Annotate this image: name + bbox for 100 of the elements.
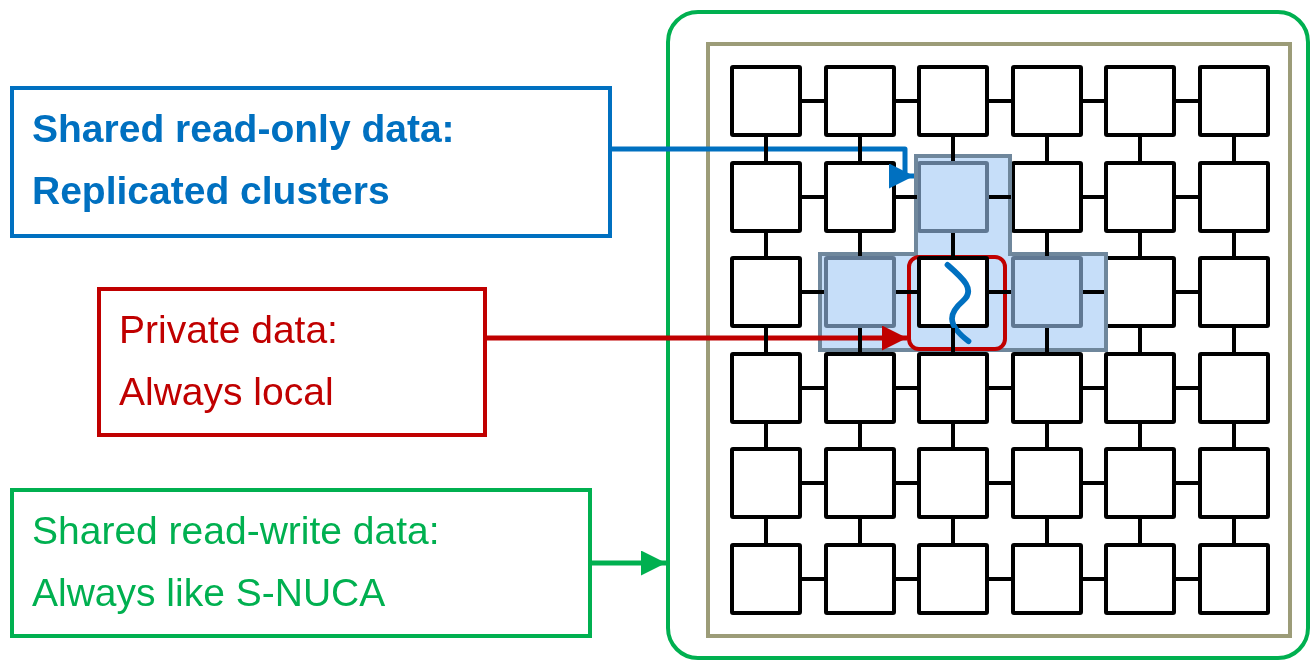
mesh-link	[764, 137, 768, 161]
mesh-link	[1083, 481, 1104, 485]
mesh-link	[1045, 424, 1049, 447]
mesh-link	[1232, 424, 1236, 447]
mesh-link	[1138, 233, 1142, 256]
tile	[730, 256, 802, 328]
tile	[917, 543, 989, 615]
mesh-link	[802, 386, 824, 390]
arrow	[612, 146, 914, 189]
tile	[730, 543, 802, 615]
mesh-link	[1138, 328, 1142, 352]
tile	[730, 65, 802, 137]
mesh-link	[1083, 290, 1104, 294]
mesh-link	[858, 137, 862, 161]
tile	[1104, 65, 1176, 137]
mesh-link	[764, 424, 768, 447]
mesh-link	[896, 195, 917, 199]
mesh-link	[989, 386, 1011, 390]
mesh-link	[1083, 195, 1104, 199]
mesh-link	[858, 519, 862, 543]
tile	[1011, 65, 1083, 137]
mesh-link	[1176, 481, 1198, 485]
tile	[1198, 65, 1270, 137]
mesh-link	[764, 519, 768, 543]
note-text: Private data: Always local	[119, 307, 339, 415]
tile	[1011, 352, 1083, 424]
tile	[1104, 352, 1176, 424]
mesh-link	[951, 137, 955, 161]
tile	[824, 447, 896, 519]
mesh-link	[802, 290, 824, 294]
mesh-link	[951, 328, 955, 352]
mesh-frame	[706, 42, 1292, 638]
mesh-link	[951, 519, 955, 543]
mesh-link	[1176, 577, 1198, 581]
tile	[917, 256, 989, 328]
arrow	[592, 550, 666, 576]
tile	[730, 161, 802, 233]
mesh-link	[896, 290, 917, 294]
mesh-link	[802, 481, 824, 485]
tile	[1198, 447, 1270, 519]
mesh-link	[1083, 99, 1104, 103]
tile	[1198, 256, 1270, 328]
tile	[1011, 256, 1083, 328]
mesh-link	[1045, 519, 1049, 543]
tile	[1198, 352, 1270, 424]
mesh-link	[1232, 233, 1236, 256]
mesh-link	[896, 386, 917, 390]
tile	[730, 447, 802, 519]
mesh-link	[858, 233, 862, 256]
mesh-link	[989, 99, 1011, 103]
mesh-link	[1176, 99, 1198, 103]
mesh-link	[764, 233, 768, 256]
mesh-link	[858, 328, 862, 352]
tile	[1198, 161, 1270, 233]
chip-outline	[666, 10, 1310, 660]
tile	[824, 256, 896, 328]
mesh-link	[989, 481, 1011, 485]
mesh-link	[989, 195, 1011, 199]
note-box	[10, 488, 592, 638]
local-tile-highlight	[907, 255, 1007, 351]
mesh-link	[1138, 137, 1142, 161]
mesh-link	[1176, 290, 1198, 294]
tile	[917, 447, 989, 519]
mesh-link	[951, 233, 955, 256]
mesh-link	[1045, 328, 1049, 352]
mesh-link	[1232, 137, 1236, 161]
mesh-link	[989, 290, 1011, 294]
mesh-link	[896, 481, 917, 485]
mesh-link	[1138, 519, 1142, 543]
mesh-link	[858, 424, 862, 447]
tile	[824, 65, 896, 137]
mesh-link	[951, 424, 955, 447]
mesh-link	[1232, 328, 1236, 352]
tile	[1011, 161, 1083, 233]
mesh-link	[1232, 519, 1236, 543]
tile	[824, 543, 896, 615]
note-box	[97, 287, 487, 437]
arrow	[487, 325, 907, 351]
tile	[824, 161, 896, 233]
mesh-link	[1083, 577, 1104, 581]
note-text: Shared read-write data: Always like S-NUCA	[32, 508, 441, 616]
tile	[917, 65, 989, 137]
tile	[917, 161, 989, 233]
tile	[1198, 543, 1270, 615]
mesh-link	[1045, 137, 1049, 161]
mesh-link	[896, 577, 917, 581]
tile	[1104, 161, 1176, 233]
tile	[730, 352, 802, 424]
note-box	[10, 86, 612, 238]
mesh-link	[896, 99, 917, 103]
tile	[824, 352, 896, 424]
mesh-link	[1176, 195, 1198, 199]
tile	[1104, 543, 1176, 615]
mesh-link	[764, 328, 768, 352]
mesh-link	[802, 195, 824, 199]
mesh-link	[1045, 233, 1049, 256]
note-text: Shared read-only data: Replicated clusters	[32, 106, 456, 214]
tile	[1104, 447, 1176, 519]
tile	[917, 352, 989, 424]
mesh-link	[802, 577, 824, 581]
